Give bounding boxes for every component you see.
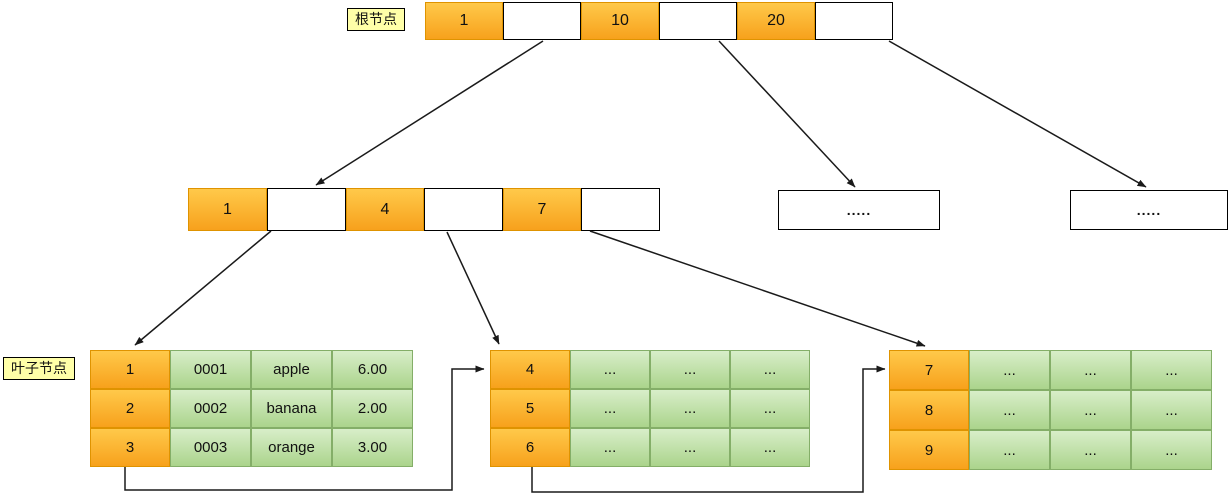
leaf3-r3-col4: ...: [1131, 430, 1212, 470]
root-key-1: 1: [425, 2, 503, 40]
internal-pointer-2: [424, 188, 503, 231]
internal-node: 1 4 7: [188, 188, 660, 231]
internal-pointer-1: [267, 188, 346, 231]
leaf3-r1-col2: ...: [969, 350, 1050, 390]
leaf1-r3-col2: 0003: [170, 428, 251, 467]
leaf3-r2-col2: ...: [969, 390, 1050, 430]
root-node: 1 10 20: [425, 2, 893, 40]
leaf3-r2-col4: ...: [1131, 390, 1212, 430]
leaf-node-3: 7 ... ... ... 8 ... ... ... 9 ... ... ..…: [889, 350, 1212, 470]
internal-key-1: 1: [188, 188, 267, 231]
leaf1-r1-col3: apple: [251, 350, 332, 389]
leaf1-r2-col4: 2.00: [332, 389, 413, 428]
arrow-internal-to-leaf1: [134, 230, 272, 346]
leaf2-r2-col4: ...: [730, 389, 810, 428]
leaf3-r2-col3: ...: [1050, 390, 1131, 430]
arrow-internal-to-leaf3: [589, 230, 926, 347]
internal-key-7: 7: [503, 188, 581, 231]
leaf2-r1-col4: ...: [730, 350, 810, 389]
leaf2-r1-col2: ...: [570, 350, 650, 389]
leaf2-r3-col4: ...: [730, 428, 810, 467]
leaf2-r2-key: 5: [490, 389, 570, 428]
leaf1-r2-col3: banana: [251, 389, 332, 428]
root-pointer-1: [503, 2, 581, 40]
leaf3-r1-col3: ...: [1050, 350, 1131, 390]
leaf1-r2-key: 2: [90, 389, 170, 428]
arrow-root-to-dots-left: [718, 40, 856, 188]
leaf3-r1-col4: ...: [1131, 350, 1212, 390]
leaf1-r3-key: 3: [90, 428, 170, 467]
root-key-20: 20: [737, 2, 815, 40]
dots-node-right: .....: [1070, 190, 1228, 230]
leaf2-r1-col3: ...: [650, 350, 730, 389]
leaf1-r2-col2: 0002: [170, 389, 251, 428]
leaf1-r3-col3: orange: [251, 428, 332, 467]
leaf1-r3-col4: 3.00: [332, 428, 413, 467]
root-pointer-3: [815, 2, 893, 40]
leaf3-r2-key: 8: [889, 390, 969, 430]
leaf2-r3-key: 6: [490, 428, 570, 467]
arrow-root-to-internal: [315, 40, 544, 186]
internal-pointer-3: [581, 188, 660, 231]
leaf1-r1-col4: 6.00: [332, 350, 413, 389]
leaf3-r3-col3: ...: [1050, 430, 1131, 470]
leaf1-r1-col2: 0001: [170, 350, 251, 389]
leaf-node-2: 4 ... ... ... 5 ... ... ... 6 ... ... ..…: [490, 350, 810, 467]
leaf3-r3-key: 9: [889, 430, 969, 470]
leaf1-r1-key: 1: [90, 350, 170, 389]
leaf-node-1: 1 0001 apple 6.00 2 0002 banana 2.00 3 0…: [90, 350, 413, 467]
root-node-label: 根节点: [347, 8, 405, 31]
root-key-10: 10: [581, 2, 659, 40]
leaf3-r3-col2: ...: [969, 430, 1050, 470]
leaf2-r3-col3: ...: [650, 428, 730, 467]
internal-key-4: 4: [346, 188, 424, 231]
dots-node-left: .....: [778, 190, 940, 230]
leaf3-r1-key: 7: [889, 350, 969, 390]
arrow-internal-to-leaf2: [446, 231, 500, 345]
leaf2-r3-col2: ...: [570, 428, 650, 467]
leaf2-r1-key: 4: [490, 350, 570, 389]
leaf-node-label: 叶子节点: [3, 357, 75, 380]
arrow-root-to-dots-right: [888, 40, 1147, 188]
leaf2-r2-col2: ...: [570, 389, 650, 428]
leaf2-r2-col3: ...: [650, 389, 730, 428]
root-pointer-2: [659, 2, 737, 40]
